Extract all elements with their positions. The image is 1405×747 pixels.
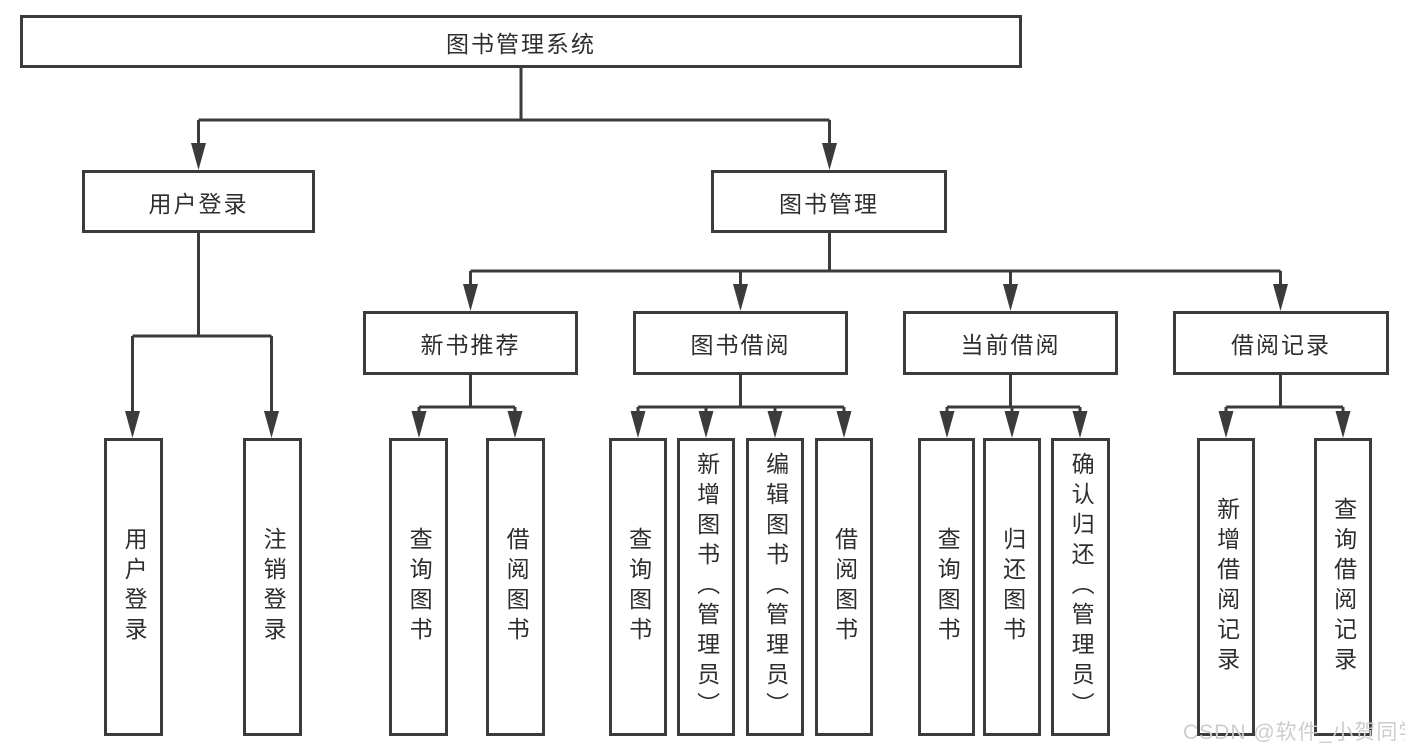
node-nbr-borrow-books: 借阅图书 [486,438,545,736]
arrow-down-icon [1004,411,1020,438]
wire-book-management-split [469,233,1282,286]
node-user-login: 用户登录 [82,170,315,233]
node-label: 新增借阅记录 [1213,497,1240,677]
arrow-down-icon [1218,411,1234,438]
node-cb-query-books: 查询图书 [918,438,975,736]
node-label: 新增图书（管理员） [693,452,720,722]
node-cb-return-books: 归还图书 [983,438,1041,736]
arrow-down-icon [698,411,714,438]
arrow-down-icon [1273,284,1288,311]
node-label: 查询图书 [406,527,433,647]
wire-current-borrow-split [945,375,1082,414]
node-bb-query-books: 查询图书 [609,438,667,736]
node-logout-action: 注销登录 [243,438,302,736]
node-label: 编辑图书（管理员） [762,452,789,722]
node-label: 查询借阅记录 [1330,497,1357,677]
node-book-borrow: 图书借阅 [633,311,848,375]
arrowheads [125,143,1351,438]
arrow-down-icon [836,411,852,438]
node-bb-edit-books-admin: 编辑图书（管理员） [746,438,804,736]
arrow-down-icon [630,411,646,438]
node-new-book-recommend: 新书推荐 [363,311,578,375]
node-user-login-action: 用户登录 [104,438,163,736]
node-cb-confirm-return-admin: 确认归还（管理员） [1051,438,1110,736]
node-label: 归还图书 [999,527,1026,647]
wire-book-borrow-split [636,375,846,414]
arrow-down-icon [1335,411,1351,438]
watermark: CSDN @软件_小贺同学 [1183,721,1405,744]
arrow-down-icon [125,411,140,438]
wire-borrow-record-split [1224,375,1345,414]
node-label: 用户登录 [121,527,148,647]
node-label: 图书借阅 [690,332,791,358]
node-label: 借阅图书 [503,527,530,647]
node-label: 借阅图书 [831,527,858,647]
node-label: 用户登录 [148,190,249,217]
node-bb-add-books-admin: 新增图书（管理员） [677,438,735,736]
node-borrow-record: 借阅记录 [1173,311,1389,375]
node-book-management: 图书管理 [711,170,947,233]
arrow-down-icon [939,411,955,438]
node-label: 图书管理系统 [446,30,596,57]
arrow-down-icon [463,284,478,311]
node-label: 新书推荐 [420,332,521,358]
arrow-down-icon [411,411,427,438]
wire-user-login-split [131,233,273,413]
wire-root-split [197,68,831,146]
node-library-management-system: 图书管理系统 [20,15,1022,68]
node-br-add-borrow-record: 新增借阅记录 [1197,438,1255,736]
arrow-down-icon [1072,411,1088,438]
arrow-down-icon [191,143,206,170]
node-label: 当前借阅 [960,332,1061,358]
node-label: 查询图书 [625,527,652,647]
node-br-query-borrow-record: 查询借阅记录 [1314,438,1372,736]
node-nbr-query-books: 查询图书 [389,438,448,736]
arrow-down-icon [733,284,748,311]
node-label: 确认归还（管理员） [1068,452,1095,722]
wire-new-book-recommend-split [417,375,517,414]
arrow-down-icon [507,411,523,438]
node-label: 图书管理 [779,190,879,217]
arrow-down-icon [822,143,837,170]
arrow-down-icon [1003,284,1018,311]
arrow-down-icon [264,411,279,438]
node-label: 查询图书 [934,527,961,647]
node-label: 借阅记录 [1231,332,1331,358]
arrow-down-icon [767,411,783,438]
node-bb-borrow-books: 借阅图书 [815,438,873,736]
node-label: 注销登录 [260,527,287,647]
node-current-borrow: 当前借阅 [903,311,1118,375]
